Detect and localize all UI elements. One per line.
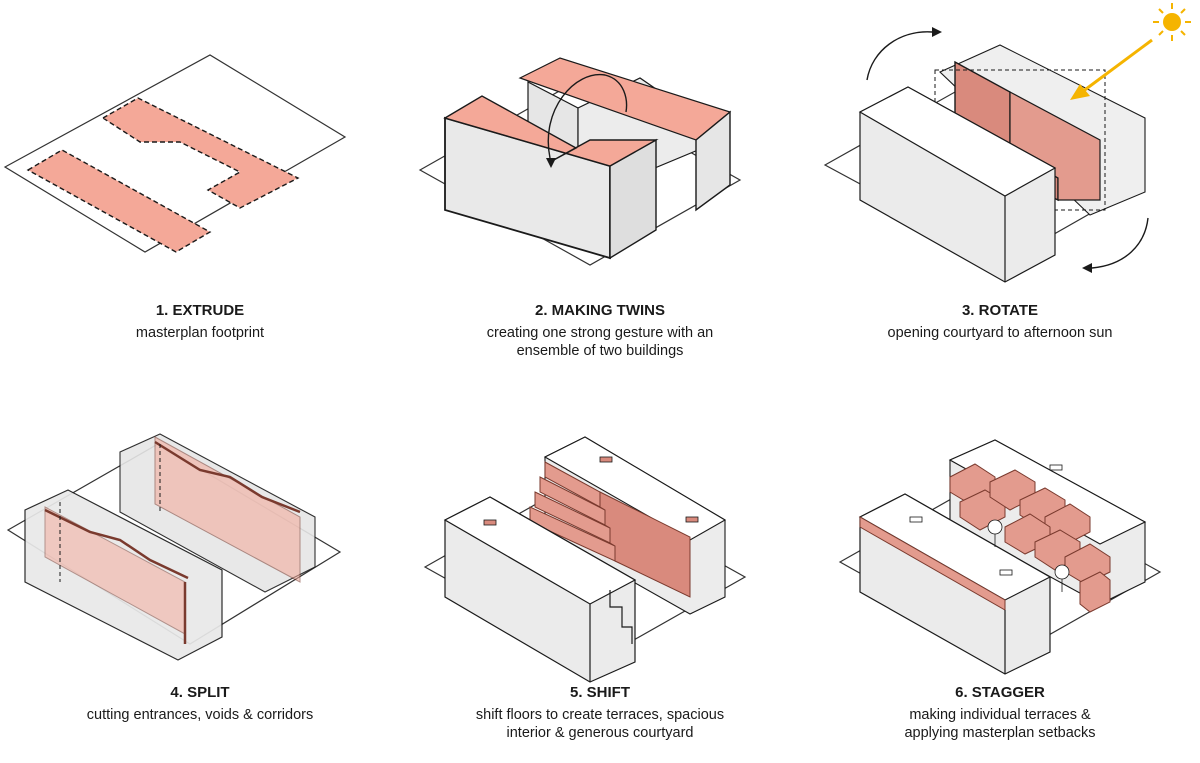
step-description: cutting entrances, voids & corridors: [86, 707, 314, 723]
skylight: [685, 516, 699, 523]
step-description: shift floors to create terraces, spaciou…: [475, 707, 725, 741]
stepped-edge: [609, 590, 633, 644]
tree-icon: [987, 519, 1003, 547]
back-building-end: [695, 110, 731, 212]
step-rotate: 3. ROTATE opening courtyard to afternoon…: [800, 0, 1200, 380]
step-shift: 5. SHIFT shift floors to create terraces…: [400, 382, 800, 763]
skylight: [909, 516, 923, 523]
step-title: 6. STAGGER: [955, 684, 1045, 701]
staggered-terraces: [949, 463, 1111, 613]
back-corridor-edge: [154, 440, 301, 514]
step-description: creating one strong gesture with an ense…: [486, 325, 714, 359]
making-twins-diagram: [418, 57, 742, 266]
footprint-c-shape: [101, 97, 300, 209]
step-split: 4. SPLIT cutting entrances, voids & corr…: [0, 382, 400, 763]
skylight: [999, 569, 1013, 576]
step-title: 1. EXTRUDE: [155, 302, 245, 319]
footprint-bar: [26, 149, 212, 253]
front-building-roof: [443, 95, 659, 167]
curved-arrow-icon: [1091, 217, 1149, 269]
step-title: 4. SPLIT: [170, 684, 230, 701]
terraces: [529, 461, 691, 598]
step-title: 2. MAKING TWINS: [535, 302, 665, 319]
step-extrude: 1. EXTRUDE masterplan footprint: [0, 0, 400, 380]
stagger-diagram: [838, 439, 1162, 675]
tree-icon: [1054, 564, 1070, 592]
shift-diagram: [423, 436, 747, 683]
step-making-twins: 2. MAKING TWINS creating one strong gest…: [400, 0, 800, 380]
step-stagger: 6. STAGGER making individual terraces & …: [800, 382, 1200, 763]
extrude-diagram: [3, 54, 347, 253]
arrow-head-icon: [1082, 263, 1092, 273]
sun-ray-arrow-icon: [1081, 38, 1153, 94]
curved-arrow-icon: [866, 31, 933, 81]
step-description: making individual terraces & applying ma…: [904, 707, 1096, 741]
front-building-roof: [858, 86, 1057, 197]
rotate-diagram: [823, 3, 1191, 283]
step-description: opening courtyard to afternoon sun: [887, 325, 1113, 341]
curved-arrow-icon: [547, 73, 628, 159]
step-title: 3. ROTATE: [961, 302, 1039, 319]
sun-ray-arrow-head-icon: [1070, 84, 1090, 100]
skylight: [1049, 464, 1063, 471]
arrow-head-icon: [546, 158, 556, 168]
step-description: masterplan footprint: [135, 325, 265, 341]
skylight: [483, 519, 497, 526]
skylight: [599, 456, 613, 463]
sun-icon: [1153, 3, 1191, 41]
step-title: 5. SHIFT: [569, 684, 630, 701]
arrow-head-icon: [932, 27, 942, 37]
front-corridor-edge: [44, 508, 189, 580]
split-diagram: [6, 433, 342, 661]
